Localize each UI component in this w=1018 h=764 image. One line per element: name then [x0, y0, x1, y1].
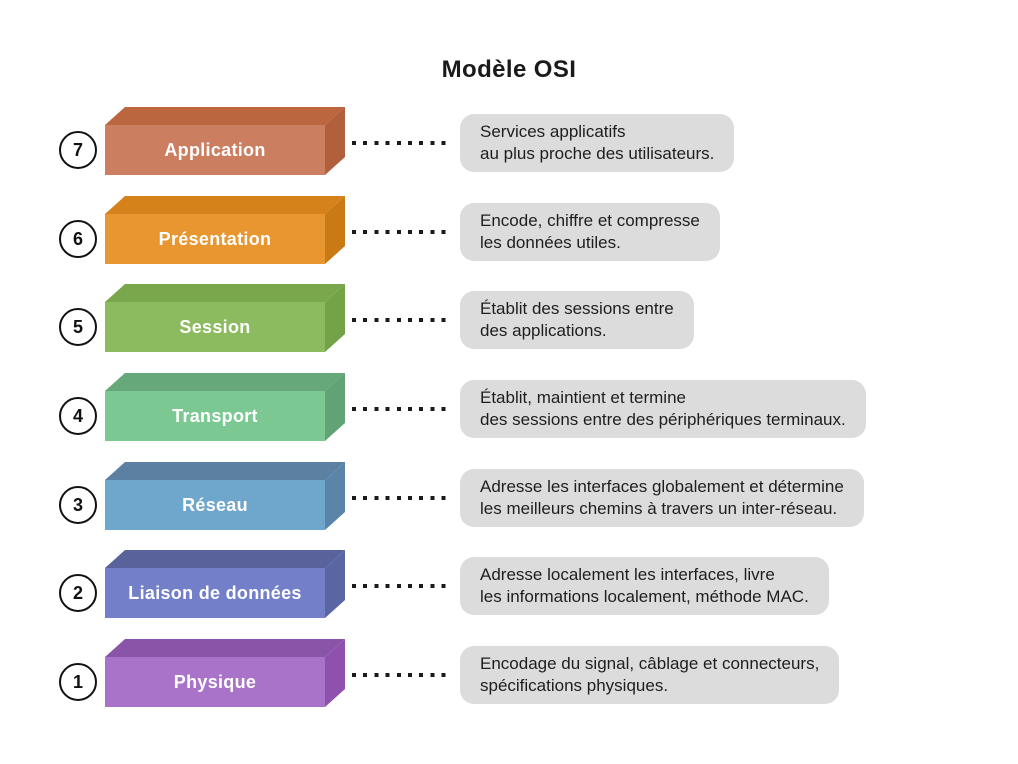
- layer-description: Adresse localement les interfaces, livre…: [460, 557, 829, 615]
- layer-description: Services applicatifs au plus proche des …: [460, 114, 735, 172]
- layer-name: Liaison de données: [128, 582, 302, 603]
- box-front-face: Présentation: [105, 214, 325, 264]
- box-front-face: Application: [105, 125, 325, 175]
- box-front-face: Liaison de données: [105, 568, 325, 618]
- box-front-face: Session: [105, 302, 325, 352]
- layer-name: Session: [179, 316, 251, 337]
- layer-number-badge: 1: [59, 663, 97, 701]
- layer-number: 3: [72, 494, 83, 515]
- layer-box: Réseau: [105, 461, 345, 530]
- box-top-face: [105, 107, 345, 125]
- box-front-face: Transport: [105, 391, 325, 441]
- osi-layer-row-7: 7 Application Services applicatifs au pl…: [0, 106, 1018, 175]
- layer-box: Session: [105, 283, 345, 352]
- box-front-face: Physique: [105, 657, 325, 707]
- layer-number: 5: [72, 316, 83, 337]
- layer-description: Adresse les interfaces globalement et dé…: [460, 469, 864, 527]
- layer-description: Encode, chiffre et compresse les données…: [460, 203, 720, 261]
- dotted-connector: [352, 230, 453, 234]
- layer-number-badge: 5: [59, 308, 97, 346]
- diagram-title: Modèle OSI: [441, 56, 577, 83]
- dotted-connector: [352, 584, 453, 588]
- osi-layer-row-5: 5 Session Établit des sessions entre des…: [0, 283, 1018, 352]
- layer-number: 2: [72, 582, 83, 603]
- osi-layer-row-1: 1 Physique Encodage du signal, câblage e…: [0, 638, 1018, 707]
- dotted-connector: [352, 318, 453, 322]
- layer-number: 1: [72, 671, 83, 692]
- box-top-face: [105, 373, 345, 391]
- osi-layer-row-6: 6 Présentation Encode, chiffre et compre…: [0, 195, 1018, 264]
- box-top-face: [105, 550, 345, 568]
- layer-name: Application: [164, 139, 266, 160]
- osi-layer-row-4: 4 Transport Établit, maintient et termin…: [0, 372, 1018, 441]
- osi-layer-row-3: 3 Réseau Adresse les interfaces globalem…: [0, 461, 1018, 530]
- dotted-connector: [352, 141, 453, 145]
- layer-name: Physique: [173, 671, 257, 692]
- layer-number: 4: [72, 405, 83, 426]
- osi-layer-row-2: 2 Liaison de données Adresse localement …: [0, 549, 1018, 618]
- layer-name: Réseau: [182, 494, 248, 515]
- box-front-face: Réseau: [105, 480, 325, 530]
- dotted-connector: [352, 496, 453, 500]
- layer-box: Application: [105, 106, 345, 175]
- box-top-face: [105, 196, 345, 214]
- layer-number: 6: [72, 228, 83, 249]
- layer-description: Établit, maintient et termine des sessio…: [460, 380, 866, 438]
- layer-number: 7: [72, 139, 83, 160]
- box-top-face: [105, 639, 345, 657]
- box-top-face: [105, 462, 345, 480]
- layer-description: Encodage du signal, câblage et connecteu…: [460, 646, 840, 704]
- layer-number-badge: 6: [59, 220, 97, 258]
- layer-number-badge: 3: [59, 486, 97, 524]
- layer-number-badge: 2: [59, 574, 97, 612]
- dotted-connector: [352, 407, 453, 411]
- layer-box: Transport: [105, 372, 345, 441]
- layer-name: Transport: [172, 405, 258, 426]
- layer-name: Présentation: [158, 228, 272, 249]
- layer-number-badge: 4: [59, 397, 97, 435]
- layer-box: Liaison de données: [105, 549, 345, 618]
- layer-box: Présentation: [105, 195, 345, 264]
- layer-description: Établit des sessions entre des applicati…: [460, 291, 694, 349]
- layer-number-badge: 7: [59, 131, 97, 169]
- dotted-connector: [352, 673, 453, 677]
- box-top-face: [105, 284, 345, 302]
- layer-box: Physique: [105, 638, 345, 707]
